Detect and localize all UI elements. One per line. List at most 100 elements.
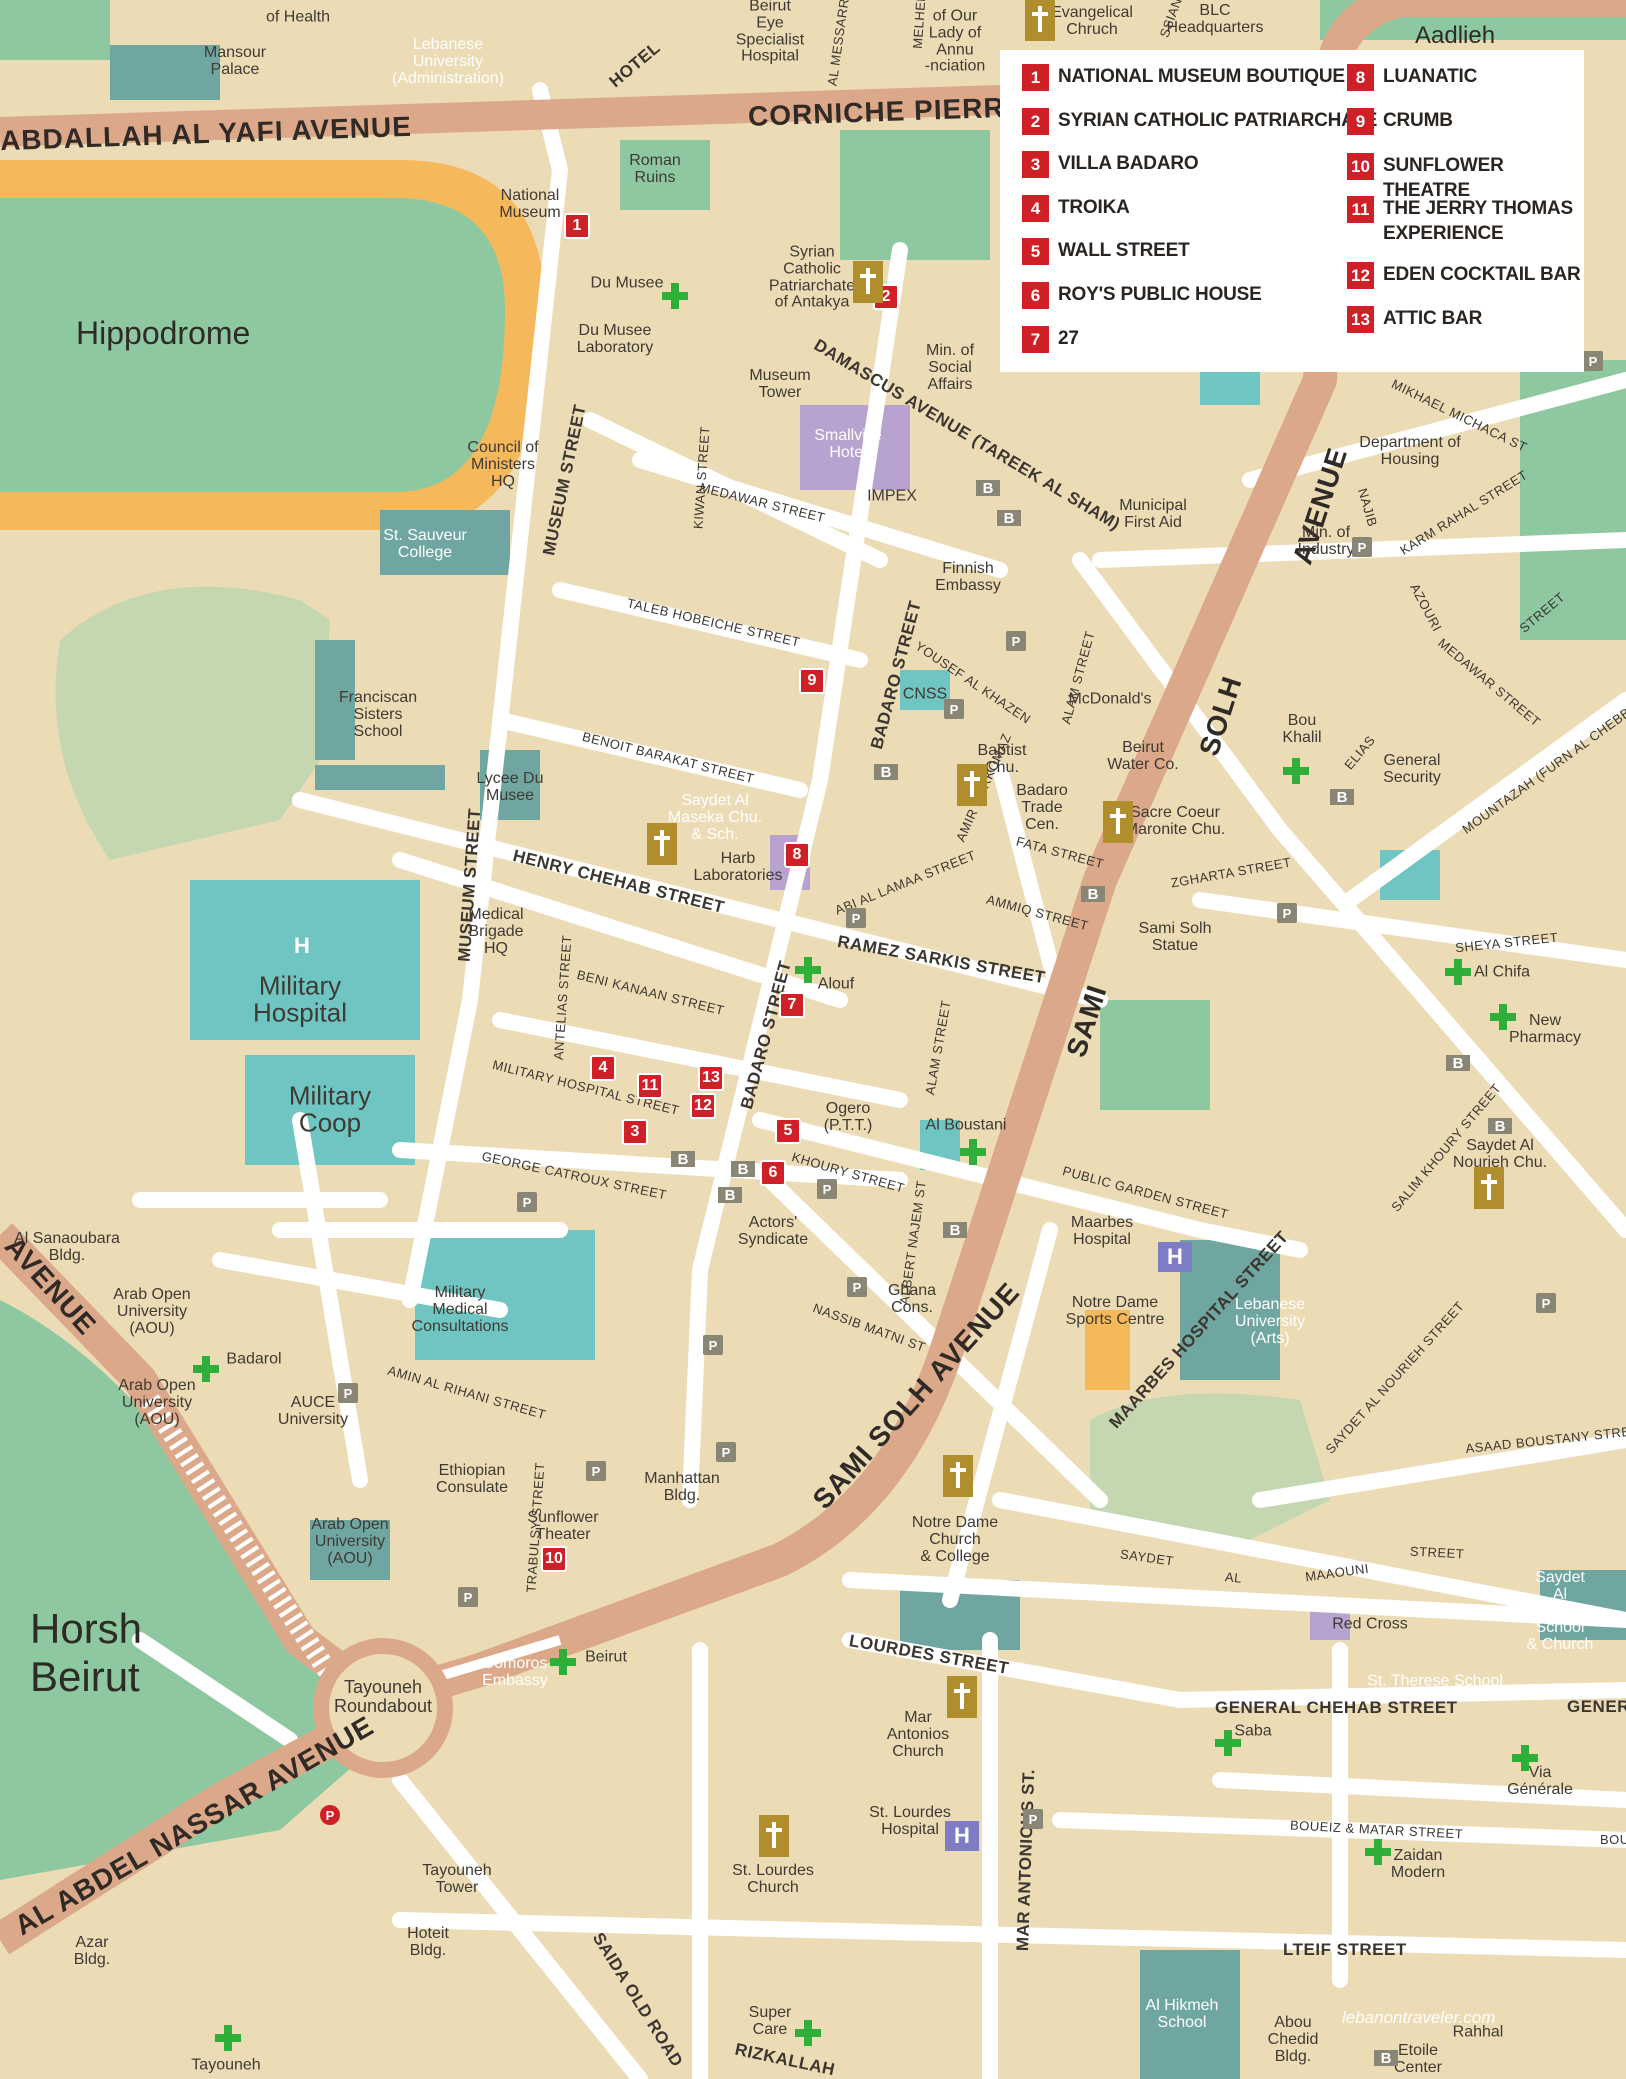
place-zaidan: Zaidan Modern (1390, 1847, 1446, 1881)
place-roman-ruins: Roman Ruins (629, 152, 681, 186)
place-municipal-first-aid: Municipal First Aid (1119, 497, 1187, 531)
legend-number: 8 (1347, 64, 1374, 91)
place-smallville: Smallville Hotel (814, 427, 882, 461)
legend-number: 5 (1022, 238, 1049, 265)
map-marker-11[interactable]: 11 (637, 1073, 663, 1099)
place-finnish-embassy: Finnish Embassy (935, 560, 1001, 594)
place-bou-khalil: Bou Khalil (1282, 712, 1322, 746)
street-street-south: STREET (1409, 1543, 1465, 1562)
parking-icon: P (817, 1179, 837, 1199)
map-marker-1[interactable]: 1 (564, 213, 590, 239)
legend-name: ROY'S PUBLIC HOUSE (1058, 284, 1262, 305)
map-marker-10[interactable]: 10 (541, 1546, 567, 1572)
place-beirut-eye: Beirut Eye Specialist Hospital (735, 0, 805, 65)
legend-number: 4 (1022, 195, 1049, 222)
street-bou-right: BOU (1600, 1832, 1626, 1847)
legend-number: 10 (1347, 153, 1374, 180)
place-notre-dame-church: Notre Dame Church & College (911, 1513, 999, 1565)
bank-icon: B (943, 1222, 967, 1239)
legend-name: NATIONAL MUSEUM BOUTIQUE (1058, 66, 1345, 87)
bank-icon: B (1081, 886, 1105, 903)
place-al-chifa: Al Chifa (1473, 963, 1531, 981)
map-marker-7[interactable]: 7 (779, 992, 805, 1018)
place-impex: IMPEX (867, 487, 917, 505)
legend-number: 9 (1347, 108, 1374, 135)
pharmacy-icon (960, 1139, 986, 1165)
place-saba: Saba (1234, 1722, 1272, 1740)
place-franciscan: Franciscan Sisters School (338, 688, 418, 740)
legend-name: VILLA BADARO (1058, 153, 1199, 174)
place-baptist: Baptist Chu. (977, 742, 1027, 776)
map-marker-13[interactable]: 13 (698, 1065, 724, 1091)
place-council-ministers: Council of Ministers HQ (467, 438, 539, 490)
legend-item-4[interactable]: 4 TROIKA (1022, 195, 1130, 222)
pharmacy-icon (795, 957, 821, 983)
parking-icon: P (716, 1442, 736, 1462)
map-marker-6[interactable]: 6 (760, 1160, 786, 1186)
legend-item-8[interactable]: 8 LUANATIC (1347, 64, 1477, 91)
place-ogero: Ogero (P.T.T.) (823, 1100, 873, 1134)
bank-icon: B (997, 510, 1021, 527)
place-arab-open-2: Arab Open University (AOU) (118, 1376, 196, 1428)
place-lycee-du-musee: Lycee Du Musee (476, 770, 544, 804)
map-marker-4[interactable]: 4 (590, 1055, 616, 1081)
parking-icon: P (320, 1805, 340, 1825)
legend-name: ATTIC BAR (1383, 308, 1483, 329)
pharmacy-icon (1490, 1004, 1516, 1030)
church-icon (943, 1455, 973, 1497)
place-abou-chedid: Abou Chedid Bldg. (1267, 2013, 1319, 2065)
street-gener: GENER (1567, 1697, 1626, 1716)
place-medical-brigade: Medical Brigade HQ (468, 905, 524, 957)
pharmacy-icon (662, 283, 688, 309)
map-marker-9[interactable]: 9 (799, 668, 825, 694)
place-health: of Health (265, 8, 331, 26)
legend-number: 7 (1022, 326, 1049, 353)
place-general-security: General Security (1383, 752, 1441, 786)
hospital-icon: H (294, 933, 310, 958)
church-icon (947, 1676, 977, 1718)
pharmacy-icon (795, 2020, 821, 2046)
map-marker-8[interactable]: 8 (784, 842, 810, 868)
parking-icon: P (1583, 351, 1603, 371)
place-military-coop: Military Coop (288, 1080, 372, 1138)
place-military-hospital: Military Hospital (253, 970, 347, 1028)
place-syrian-patriarchate: Syrian Catholic Patriarchate of Antakya (768, 243, 856, 311)
area-aadlieh: Aadlieh (1415, 22, 1496, 49)
place-st-sauveur: St. Sauveur College (383, 527, 467, 561)
bank-icon: B (1488, 1118, 1512, 1135)
place-min-social: Min. of Social Affairs (925, 341, 975, 393)
legend-name: LUANATIC (1383, 66, 1478, 87)
legend-number: 6 (1022, 282, 1049, 309)
place-dept-housing: Department of Housing (1359, 434, 1461, 468)
bank-icon: B (1330, 789, 1354, 806)
place-lebanese-university-arts: Lebanese University (Arts) (1234, 1295, 1306, 1347)
pharmacy-icon (193, 1356, 219, 1382)
place-arab-open-1: Arab Open University (AOU) (113, 1285, 191, 1337)
place-st-lourdes-church: St. Lourdes Church (732, 1862, 814, 1896)
pharmacy-icon (1512, 1745, 1538, 1771)
place-min-industry: Min. of Industry (1297, 524, 1355, 558)
church-icon (957, 764, 987, 806)
place-museum-tower: Museum Tower (749, 367, 811, 401)
legend-name: TROIKA (1058, 197, 1130, 218)
legend-item-3[interactable]: 3 VILLA BADARO (1022, 151, 1199, 178)
place-sacre-coeur: Sacre Coeur Maronite Chu. (1124, 804, 1226, 838)
place-sunflower-theater: Sunflower Theater (527, 1509, 599, 1543)
map-marker-3[interactable]: 3 (622, 1119, 648, 1145)
place-rahhal: Rahhal (1452, 2023, 1504, 2041)
legend-number: 3 (1022, 151, 1049, 178)
map-marker-12[interactable]: 12 (690, 1093, 716, 1119)
legend-item-6[interactable]: 6 ROY'S PUBLIC HOUSE (1022, 282, 1262, 309)
legend-number: 11 (1347, 196, 1374, 223)
map-marker-5[interactable]: 5 (775, 1118, 801, 1144)
